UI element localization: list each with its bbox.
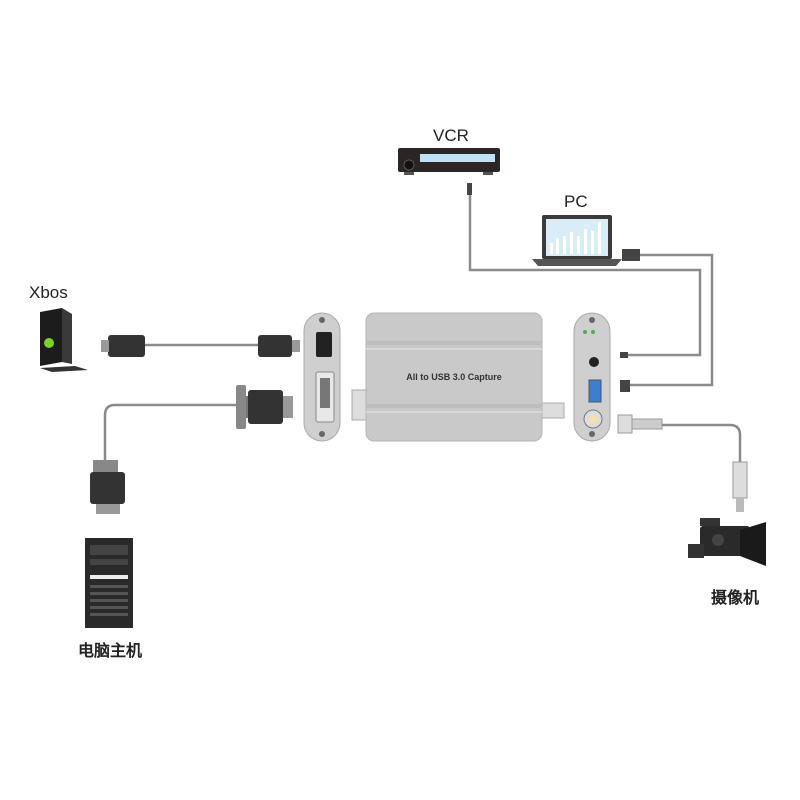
hdmi-plug-left [108, 335, 145, 357]
dvi-cable [103, 403, 240, 465]
xbox-console-icon [40, 308, 88, 372]
audio-jack [589, 357, 599, 367]
bnc-plug [617, 414, 663, 434]
led-signal [591, 330, 595, 334]
input-panel [303, 312, 341, 442]
bnc-plug-camera [732, 461, 748, 512]
desktop-tower-icon [85, 538, 133, 628]
capture-device [351, 312, 565, 442]
hdmi-port [316, 332, 332, 357]
dvi-plug [236, 385, 293, 429]
xbox-label: Xbos [29, 283, 68, 302]
output-panel [573, 312, 611, 442]
camcorder-icon [688, 518, 766, 566]
hdmi-plug-right [258, 335, 292, 357]
usb-plug [620, 380, 630, 392]
led-power [583, 330, 587, 334]
audio-plug [620, 352, 628, 358]
pc-label: PC [564, 192, 588, 211]
laptop-icon [532, 215, 640, 266]
desktop-label: 电脑主机 [78, 641, 143, 660]
pc-usb-cable [628, 253, 714, 387]
vcr-label: VCR [433, 126, 469, 145]
device-name: All to USB 3.0 Capture [406, 372, 502, 382]
sdi-cable [662, 423, 742, 470]
vcr-icon [398, 148, 500, 195]
camcorder-label: 摄像机 [711, 588, 760, 607]
vcr-audio-cable [468, 185, 702, 357]
dvi-plug-bottom [90, 460, 125, 514]
usb3-port [588, 379, 602, 403]
cables [103, 185, 742, 470]
